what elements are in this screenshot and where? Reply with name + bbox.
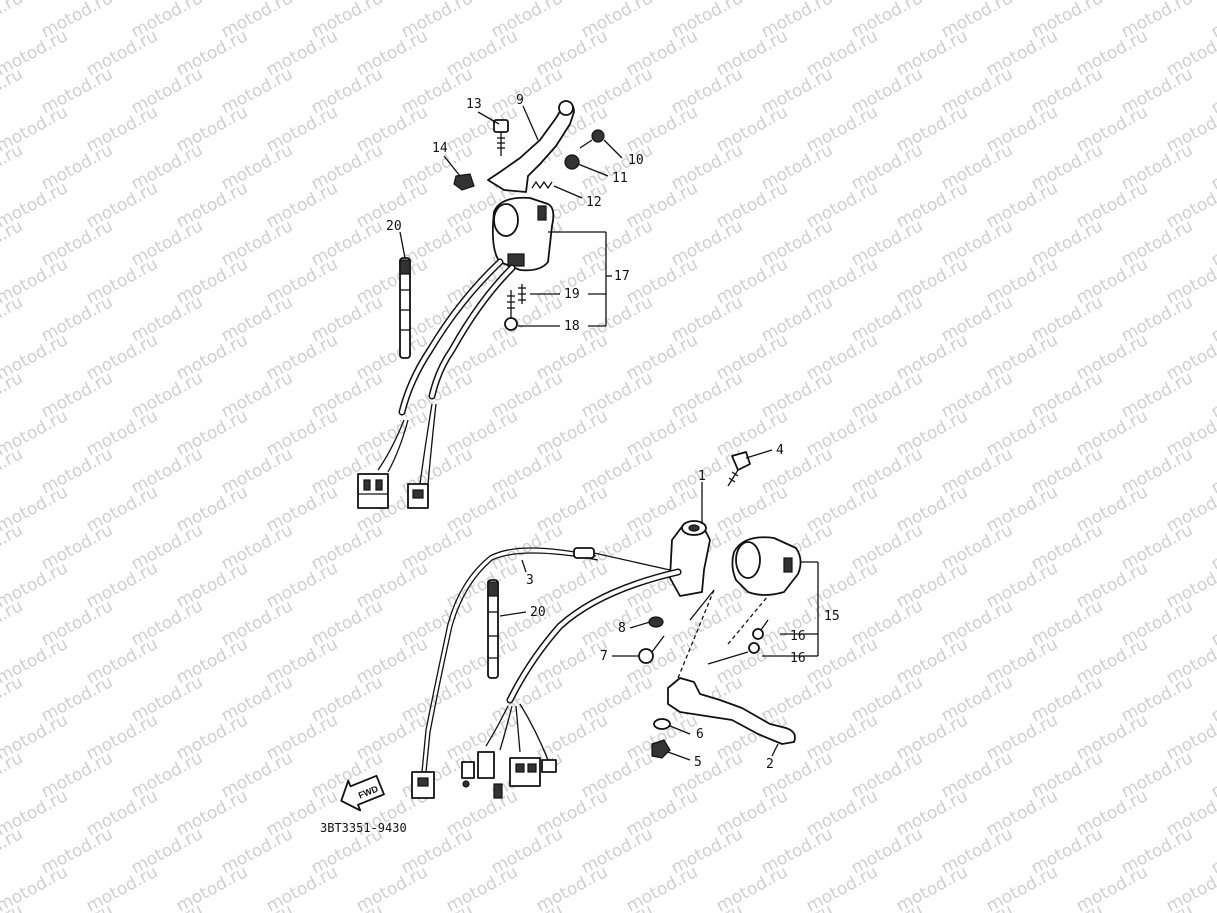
watermark-text: motod.ru: [38, 900, 116, 913]
callout-7: 7: [600, 649, 608, 664]
connector-lower-group: [461, 751, 557, 799]
screw-18: [504, 290, 518, 331]
watermark-text: motod.ru: [0, 596, 26, 650]
watermark-text: motod.ru: [173, 862, 251, 913]
callout-3: 3: [526, 573, 534, 588]
watermark-text: motod.ru: [848, 900, 926, 913]
watermark-text: motod.ru: [443, 862, 521, 913]
bolt-7: [638, 635, 665, 664]
callout-6: 6: [696, 727, 704, 742]
watermark-text: motod.ru: [578, 900, 656, 913]
cable-3-end: [573, 547, 595, 559]
watermark-text: motod.ru: [0, 824, 26, 878]
nut-5: [651, 739, 671, 759]
part-code: 3BT3351-9430: [320, 821, 407, 835]
watermark-text: motod.ru: [0, 748, 26, 802]
bolt-4: [727, 451, 751, 487]
callout-14: 14: [432, 141, 448, 156]
watermark-text: motod.ru: [308, 900, 386, 913]
callout-4: 4: [776, 443, 784, 458]
nut-11: [564, 154, 580, 170]
cable-tie-20-lower: [487, 579, 499, 679]
connector-lower-left: [411, 771, 435, 799]
watermark-text: motod.ru: [218, 900, 296, 913]
nut-14: [453, 173, 475, 191]
callout-20-upper: 20: [386, 219, 402, 234]
lower-assembly: [411, 451, 802, 799]
callout-2: 2: [766, 757, 774, 772]
switch-15: [731, 536, 802, 596]
watermark-text: motod.ru: [938, 900, 1016, 913]
callout-16-lower: 16: [790, 651, 806, 666]
watermark-text: motod.ru: [0, 444, 26, 498]
screw-16-upper: [752, 619, 769, 640]
fwd-arrow: FWD: [340, 774, 385, 812]
connector-upper-right: [407, 483, 429, 509]
callout-5: 5: [694, 755, 702, 770]
watermark-text: motod.ru: [0, 216, 26, 270]
callout-17: 17: [614, 269, 630, 284]
watermark-text: motod.ru: [0, 368, 26, 422]
master-cylinder-1: [669, 520, 711, 597]
cable-3: [421, 547, 597, 773]
watermark-text: motod.ru: [668, 900, 746, 913]
watermark-text: motod.ru: [0, 520, 26, 574]
watermark-text: motod.ru: [1028, 900, 1106, 913]
leader-lines: [399, 105, 819, 761]
watermark-text: motod.ru: [623, 862, 701, 913]
callout-15: 15: [824, 609, 840, 624]
callout-13: 13: [466, 97, 482, 112]
cable-tie-20-upper: [399, 257, 411, 359]
watermark-text: motod.ru: [758, 900, 836, 913]
switch-17: [491, 196, 555, 272]
callout-9: 9: [516, 93, 524, 108]
watermark-text: motod.ru: [0, 672, 26, 726]
watermark-text: motod.ru: [263, 862, 341, 913]
watermark-text: motod.ru: [0, 292, 26, 346]
watermark-text: motod.ru: [1118, 900, 1196, 913]
spring-12: [531, 180, 553, 190]
connector-upper-left: [357, 473, 389, 509]
callout-10: 10: [628, 153, 644, 168]
callouts: 13 9 14 10 11 12 20 17 19 18 1 4 3 20 15…: [320, 93, 840, 835]
watermark-text: motod.ru: [0, 0, 26, 42]
watermark-text: motod.ru: [398, 900, 476, 913]
watermark-text: motod.ru: [983, 862, 1061, 913]
callout-11: 11: [612, 171, 628, 186]
screw-16-lower: [707, 642, 760, 665]
watermark-text: motod.ru: [488, 900, 566, 913]
screw-19: [518, 284, 526, 304]
watermark-text: motod.ru: [353, 862, 431, 913]
callout-18: 18: [564, 319, 580, 334]
watermark-text: motod.ru: [803, 862, 881, 913]
bolt-10: [579, 129, 605, 149]
lever-2: [667, 677, 796, 745]
callout-19: 19: [564, 287, 580, 302]
bolt-13: [493, 119, 509, 156]
callout-12: 12: [586, 195, 602, 210]
callout-1: 1: [698, 469, 706, 484]
watermark-text: motod.ru: [128, 900, 206, 913]
watermark-text: motod.ru: [1073, 862, 1151, 913]
watermark-text: motod.ru: [533, 862, 611, 913]
lever-9-tip: [558, 100, 574, 116]
oring-6: [653, 718, 671, 730]
watermark-text: motod.ru: [1163, 862, 1217, 913]
watermark-text: motod.ru: [713, 862, 791, 913]
watermark-text: motod.ru: [83, 862, 161, 913]
watermark-text: motod.ru: [0, 64, 26, 118]
watermark-text: motod.ru: [1208, 900, 1217, 913]
callout-8: 8: [618, 621, 626, 636]
watermark-text: motod.ru: [893, 862, 971, 913]
callout-16-upper: 16: [790, 629, 806, 644]
callout-20-lower: 20: [530, 605, 546, 620]
washer-8: [648, 616, 664, 628]
watermark-text: motod.ru: [0, 140, 26, 194]
